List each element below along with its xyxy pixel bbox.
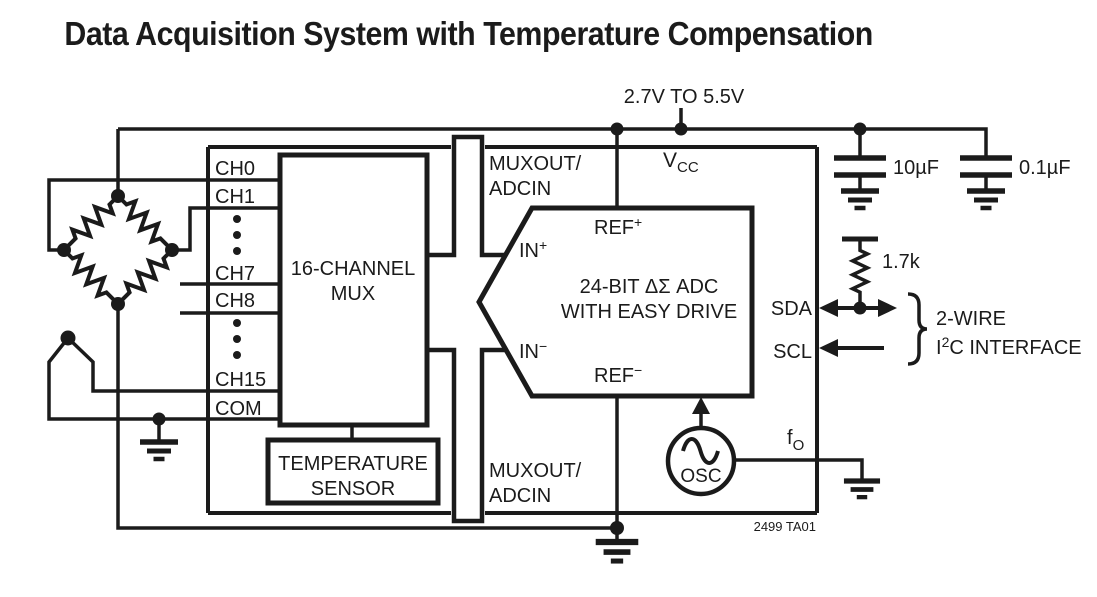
vcc-rail-wire xyxy=(118,127,988,157)
junction-dot xyxy=(853,122,867,136)
up-arrowhead-icon xyxy=(692,397,710,414)
junction-dot xyxy=(152,412,166,426)
interface-label: I2C INTERFACE xyxy=(936,334,1082,359)
left-arrowhead-icon xyxy=(819,339,838,357)
muxout-labels: MUXOUT/ ADCIN MUXOUT/ ADCIN xyxy=(489,153,582,507)
temp-sensor-label: SENSOR xyxy=(311,478,395,500)
junction-dot xyxy=(610,122,624,136)
junction-dot xyxy=(853,301,867,315)
ground-icon xyxy=(596,542,639,561)
thermocouple xyxy=(60,330,76,346)
channel-rows: CH0 CH1 CH7 CH8 CH15 COM xyxy=(215,158,266,420)
brace-icon xyxy=(907,292,928,366)
scl-pin-label: SCL xyxy=(773,341,812,363)
ground-icon xyxy=(140,442,178,459)
sine-wave-icon xyxy=(681,437,720,465)
junction-dot xyxy=(111,189,125,203)
resistor-icon xyxy=(850,238,870,309)
mux-label: MUX xyxy=(331,283,375,305)
title-text: Data Acquisition System with Temperature… xyxy=(64,15,872,52)
interface-label: 2-WIRE xyxy=(936,308,1006,330)
pullup-resistor: 1.7k xyxy=(842,236,921,309)
junction-dot xyxy=(111,297,125,311)
temp-sensor-box xyxy=(265,437,441,506)
osc-block: OSC xyxy=(665,397,737,497)
channel-ellipsis xyxy=(233,215,241,359)
muxout-adcin-loop-bottom xyxy=(427,347,506,524)
ground-icon xyxy=(967,191,1005,208)
muxout-top-label: ADCIN xyxy=(489,178,551,200)
osc-label: OSC xyxy=(680,466,721,487)
left-arrowhead-icon xyxy=(819,299,838,317)
bridge-sensor xyxy=(57,189,179,311)
adc-block: 24-BIT ΔΣ ADC WITH EASY DRIVE REF+ REF− … xyxy=(476,205,755,399)
ground-icon xyxy=(841,191,879,208)
temp-sensor-label: TEMPERATURE xyxy=(278,453,428,475)
channel-label: CH0 xyxy=(215,158,255,180)
channel-label: CH15 xyxy=(215,369,266,391)
in-minus-pin-label: IN− xyxy=(519,338,547,363)
mux-label: 16-CHANNEL xyxy=(291,258,415,280)
right-arrowhead-icon xyxy=(878,299,897,317)
fo-pin-label: fO xyxy=(787,427,804,454)
muxout-bottom-label: ADCIN xyxy=(489,485,551,507)
junction-dot xyxy=(57,243,71,257)
muxout-adcin-loops xyxy=(427,134,506,524)
adc-label: WITH EASY DRIVE xyxy=(561,301,737,323)
supply-label: 2.7V TO 5.5V xyxy=(624,86,745,108)
ground-icon xyxy=(844,481,880,497)
junction-dot xyxy=(674,122,688,136)
chip-outline xyxy=(206,145,819,515)
muxout-top-label: MUXOUT/ xyxy=(489,153,582,175)
ref-plus-pin-label: REF+ xyxy=(594,214,642,239)
sda-pin-label: SDA xyxy=(771,298,813,320)
adc-shape xyxy=(476,205,755,399)
channel-label: COM xyxy=(215,398,262,420)
muxout-adcin-loop-top xyxy=(427,134,506,258)
junction-dot xyxy=(165,243,179,257)
adc-label: 24-BIT ΔΣ ADC xyxy=(580,276,719,298)
thermocouple-junction-dot xyxy=(60,330,76,346)
junction-dot xyxy=(610,521,624,535)
ref-minus-pin-label: REF− xyxy=(594,362,642,387)
page-title: Data Acquisition System with Temperature… xyxy=(64,15,873,52)
cap1-value-label: 10µF xyxy=(893,157,939,179)
muxout-bottom-label: MUXOUT/ xyxy=(489,460,582,482)
i2c-interface: SDA SCL 2-WIRE I2C INTERFACE xyxy=(771,292,1082,366)
fo-wire xyxy=(733,458,864,480)
wires xyxy=(47,108,988,542)
mux-box xyxy=(277,152,430,428)
channel-label: CH8 xyxy=(215,290,255,312)
figure-note: 2499 TA01 xyxy=(754,519,816,534)
cap2-value-label: 0.1µF xyxy=(1019,157,1071,179)
channel-label: CH7 xyxy=(215,263,255,285)
pullup-value-label: 1.7k xyxy=(882,251,921,273)
vcc-pin-label: VCC xyxy=(663,149,699,176)
decoupling-caps xyxy=(834,155,1012,178)
ch15-wire xyxy=(66,336,280,393)
mux-block: 16-CHANNEL MUX xyxy=(277,152,430,428)
ch1-wire xyxy=(172,206,280,252)
in-plus-pin-label: IN+ xyxy=(519,237,547,262)
temperature-sensor-block: TEMPERATURE SENSOR xyxy=(265,425,441,506)
ch0-wire xyxy=(47,178,280,252)
bridge-return-wire xyxy=(116,304,617,530)
channel-label: CH1 xyxy=(215,186,255,208)
